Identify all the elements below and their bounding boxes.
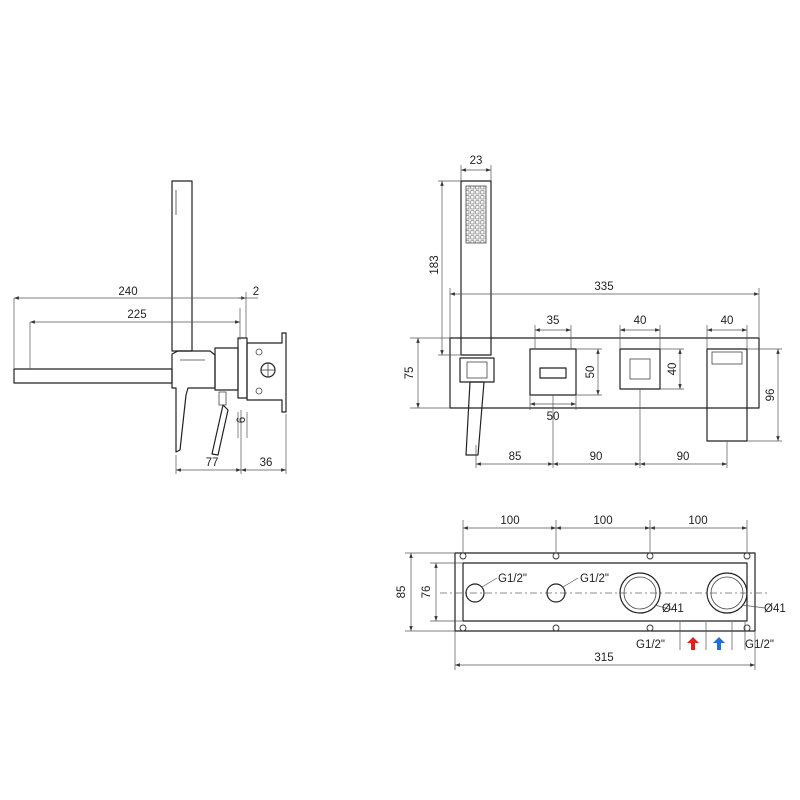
mixer-handle bbox=[619, 348, 661, 390]
dim-240: 240 bbox=[118, 286, 137, 298]
dim-2: 2 bbox=[253, 286, 259, 298]
front-plate bbox=[449, 337, 760, 409]
bore-label-left: Ø41 bbox=[662, 603, 684, 615]
cold-water-arrow-icon bbox=[713, 637, 725, 650]
port-g12-left bbox=[465, 583, 485, 603]
thread-label-middle: G1/2" bbox=[580, 573, 609, 585]
spout-side bbox=[13, 368, 173, 384]
dim-75: 75 bbox=[404, 367, 416, 380]
side-view: 240 2 225 77 36 6 bbox=[13, 180, 287, 474]
dim-36: 36 bbox=[260, 457, 273, 469]
dim-85-box: 85 bbox=[396, 586, 408, 599]
thread-label-cold: G1/2" bbox=[745, 639, 774, 651]
mounting-box-inner bbox=[462, 562, 748, 622]
thread-label-hot: G1/2" bbox=[636, 639, 665, 651]
dim-335: 335 bbox=[594, 281, 613, 293]
port-g12-middle bbox=[546, 583, 566, 603]
handshower-side bbox=[171, 180, 193, 352]
handshower-front bbox=[460, 180, 492, 356]
spout-front bbox=[706, 348, 748, 442]
dim-40-mixer: 40 bbox=[634, 315, 647, 327]
bore-label-right: Ø41 bbox=[764, 603, 786, 615]
dim-96: 96 bbox=[765, 389, 777, 402]
front-view: 23 183 335 75 35 50 50 40 bbox=[404, 155, 782, 468]
dim-183: 183 bbox=[429, 255, 441, 274]
mounting-box-view: 100 100 100 85 76 315 G1/2" G1/2" G1/2" … bbox=[396, 515, 786, 670]
dim-35: 35 bbox=[547, 315, 560, 327]
handshower-nozzle-grid bbox=[465, 185, 487, 244]
valve-body-side bbox=[171, 350, 216, 453]
dim-90-second: 90 bbox=[677, 451, 690, 463]
dim-100-second: 100 bbox=[593, 515, 612, 527]
dim-6: 6 bbox=[236, 417, 248, 423]
dim-100-first: 100 bbox=[500, 515, 519, 527]
dim-100-third: 100 bbox=[688, 515, 707, 527]
hot-water-arrow-icon bbox=[687, 637, 699, 650]
dim-225: 225 bbox=[127, 309, 146, 321]
dim-90-first: 90 bbox=[590, 451, 603, 463]
dim-77: 77 bbox=[206, 457, 219, 469]
dim-40-vertical: 40 bbox=[667, 363, 679, 376]
dim-315: 315 bbox=[594, 652, 613, 664]
diverter-square bbox=[529, 348, 577, 396]
dim-23: 23 bbox=[470, 155, 483, 167]
dim-40-spout: 40 bbox=[721, 315, 734, 327]
dim-76-box: 76 bbox=[421, 586, 433, 599]
mounting-box-outer bbox=[454, 552, 756, 632]
dim-50-vertical: 50 bbox=[585, 366, 597, 379]
thread-label-left: G1/2" bbox=[498, 573, 527, 585]
dim-85: 85 bbox=[509, 451, 522, 463]
bore-right bbox=[706, 572, 748, 614]
bore-left bbox=[619, 572, 661, 614]
mounting-box-side bbox=[246, 332, 287, 413]
wall-plate-side bbox=[237, 337, 248, 399]
